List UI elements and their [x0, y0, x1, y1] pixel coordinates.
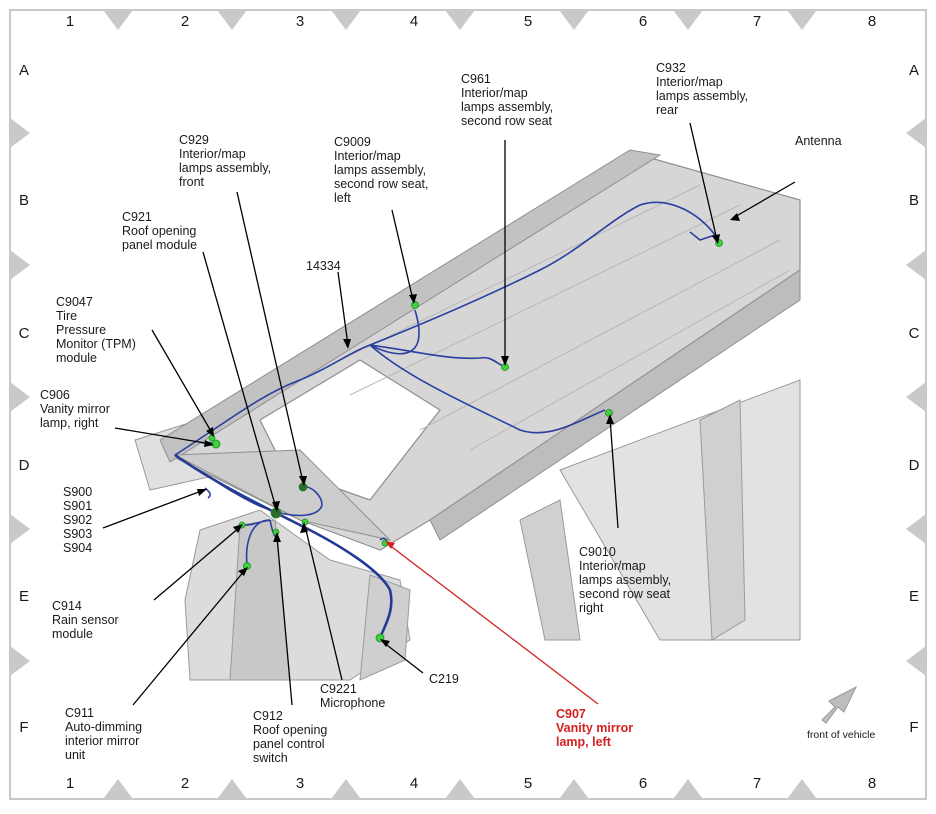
label-c9010: C9010 Interior/map lamps assembly, secon… — [579, 545, 672, 615]
label-c906: C906 Vanity mirror lamp, right — [40, 388, 110, 430]
label-antenna: Antenna — [795, 134, 842, 148]
grid-col-5-top: 5 — [523, 13, 533, 30]
connector-c9221 — [301, 518, 309, 526]
grid-col-6-top: 6 — [638, 13, 648, 30]
label-c932: C932 Interior/map lamps assembly, rear — [656, 61, 749, 117]
grid-col-7-bottom: 7 — [752, 775, 762, 792]
grid-col-3-bottom: 3 — [295, 775, 305, 792]
grid-col-8-top: 8 — [867, 13, 877, 30]
grid-col-1-bottom: 1 — [65, 775, 75, 792]
label-c914: C914 Rain sensor module — [52, 599, 119, 641]
label-c921: C921 Roof opening panel module — [122, 210, 198, 252]
label-front-of-vehicle: front of vehicle — [807, 729, 876, 741]
label-c929: C929 Interior/map lamps assembly, front — [179, 133, 272, 189]
grid-row-f-left: F — [19, 719, 29, 736]
wire-harness-14334 — [174, 201, 717, 639]
grid-row-a-right: A — [908, 62, 919, 79]
label-c911: C911 Auto-dimming interior mirror unit — [65, 706, 143, 762]
front-of-vehicle-arrow-icon — [821, 685, 858, 724]
label-c219: C219 — [429, 672, 459, 686]
leader-arrowheads — [197, 213, 740, 647]
connector-c9009 — [411, 301, 419, 309]
grid-row-c-right: C — [908, 325, 920, 342]
grid-row-b-left: B — [18, 192, 29, 209]
grid-row-e-right: E — [908, 588, 919, 605]
label-c9221: C9221 Microphone — [320, 682, 386, 710]
label-c961: C961 Interior/map lamps assembly, second… — [461, 72, 554, 128]
leader-line-c907 — [387, 543, 599, 705]
grid-col-2-top: 2 — [180, 13, 190, 30]
grid-col-7-top: 7 — [752, 13, 762, 30]
grid-row-a-left: A — [18, 62, 29, 79]
label-c907: C907 Vanity mirror lamp, left — [556, 707, 634, 749]
label-c912: C912 Roof opening panel control switch — [253, 709, 328, 765]
grid-row-d-right: D — [908, 457, 920, 474]
label-14334: 14334 — [306, 259, 341, 273]
grid-col-5-bottom: 5 — [523, 775, 533, 792]
connector-c912 — [272, 528, 280, 536]
grid-row-e-left: E — [18, 588, 29, 605]
label-splices: S900 S901 S902 S903 S904 — [63, 485, 93, 555]
grid-row-f-right: F — [909, 719, 919, 736]
grid-col-4-bottom: 4 — [409, 775, 419, 792]
connector-c911 — [243, 562, 251, 570]
grid-col-2-bottom: 2 — [180, 775, 190, 792]
grid-row-d-left: D — [18, 457, 30, 474]
grid-row-c-left: C — [18, 325, 30, 342]
connector-c9010 — [605, 409, 613, 417]
label-c9009: C9009 Interior/map lamps assembly, secon… — [334, 135, 429, 205]
grid-col-3-top: 3 — [295, 13, 305, 30]
grid-notches — [10, 10, 926, 799]
leader-arrowhead-c907 — [385, 541, 395, 549]
connector-c906 — [211, 439, 221, 449]
connector-c929 — [298, 482, 308, 492]
grid-col-8-bottom: 8 — [867, 775, 877, 792]
grid-col-6-bottom: 6 — [638, 775, 648, 792]
grid-col-1-top: 1 — [65, 13, 75, 30]
leader-lines — [102, 122, 796, 706]
label-c9047: C9047 Tire Pressure Monitor (TPM) module — [56, 295, 136, 365]
grid-col-4-top: 4 — [409, 13, 419, 30]
connector-c9047 — [208, 434, 216, 442]
grid-row-b-right: B — [908, 192, 919, 209]
